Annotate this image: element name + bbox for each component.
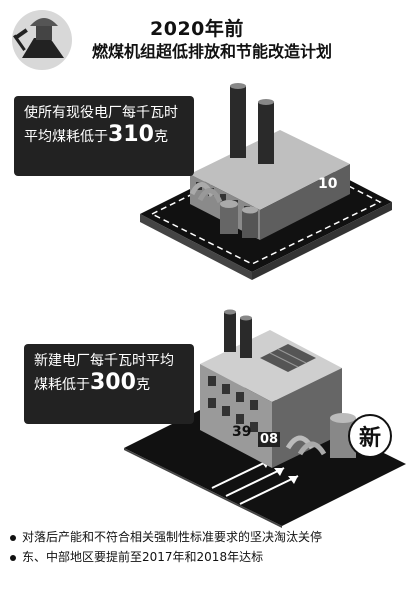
existing-callout-value: 310 [108, 122, 154, 147]
existing-callout-prefix: 平均煤耗低于 [24, 129, 108, 145]
title-plan: 燃煤机组超低排放和节能改造计划 [92, 42, 333, 61]
new-callout-value: 300 [90, 370, 136, 395]
building-number-1: 39 [232, 424, 252, 440]
worker-helmet-icon [12, 10, 72, 70]
existing-factory-icon [140, 83, 392, 280]
existing-callout-unit: 克 [153, 129, 168, 145]
policy-notes: 对落后产能和不符合相关强制性标准要求的坚决淘汰关停 东、中部地区要提前至2017… [10, 527, 410, 567]
new-callout-prefix: 煤耗低于 [34, 377, 90, 393]
new-factory-icon [124, 309, 406, 528]
existing-callout-line1: 使所有现役电厂每千瓦时 [24, 105, 178, 121]
existing-plant-callout: 使所有现役电厂每千瓦时 平均煤耗低于310克 [14, 96, 194, 176]
new-callout-line1: 新建电厂每千瓦时平均 [34, 353, 174, 369]
bullet-icon [10, 554, 16, 561]
new-badge: 新 [348, 414, 392, 458]
note-text: 对落后产能和不符合相关强制性标准要求的坚决淘汰关停 [22, 530, 323, 544]
bullet-icon [10, 534, 16, 541]
note-item: 东、中部地区要提前至2017年和2018年达标 [10, 547, 410, 567]
new-badge-text: 新 [358, 426, 381, 451]
note-item: 对落后产能和不符合相关强制性标准要求的坚决淘汰关停 [10, 527, 410, 547]
note-text: 东、中部地区要提前至2017年和2018年达标 [22, 550, 264, 564]
building-number-label: 10 [318, 176, 338, 192]
title-year: 2020年前 [150, 18, 244, 40]
building-number-2: 08 [258, 432, 281, 447]
new-callout-unit: 克 [135, 377, 150, 393]
new-plant-callout: 新建电厂每千瓦时平均 煤耗低于300克 [24, 344, 194, 424]
